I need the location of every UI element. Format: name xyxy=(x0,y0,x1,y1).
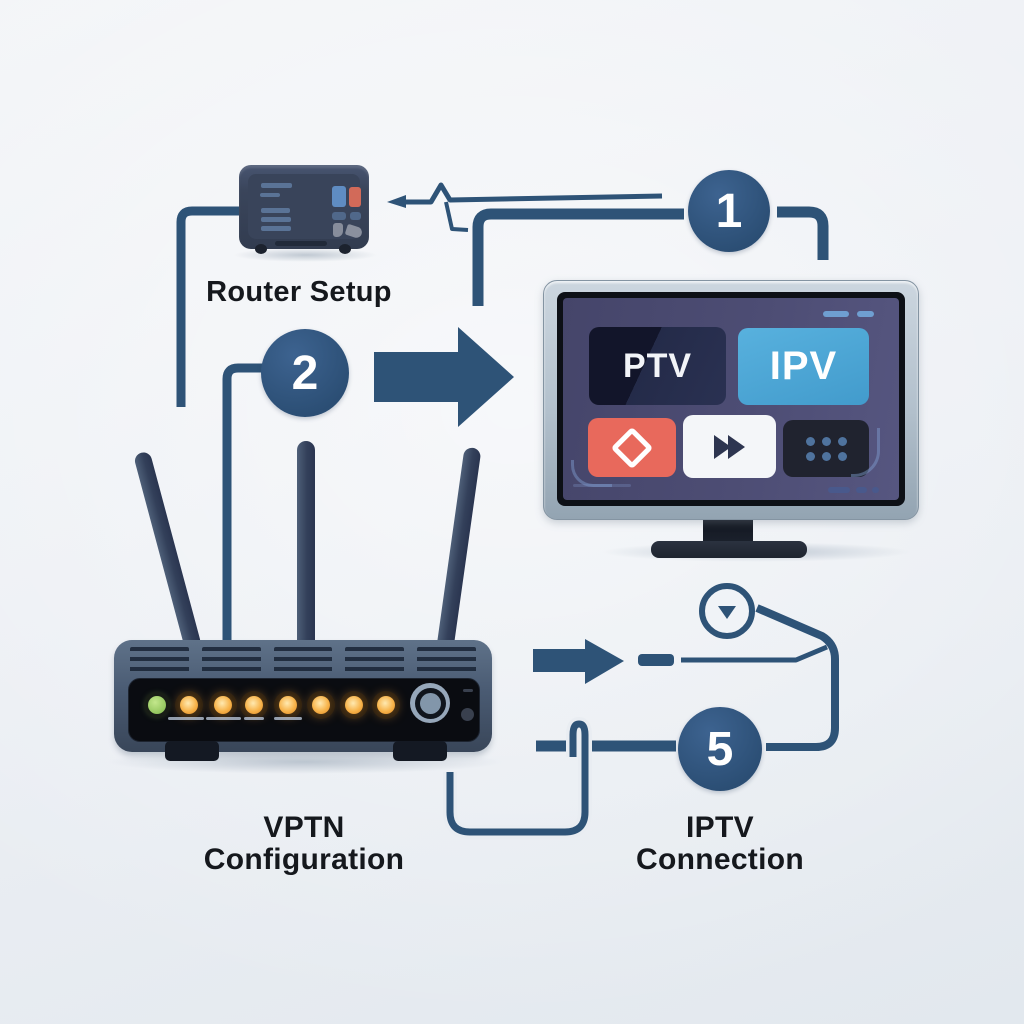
vpn-config-line2: Configuration xyxy=(203,843,405,876)
tv-screen: PTV IPV xyxy=(563,298,899,500)
router-button xyxy=(410,683,450,723)
cable-plug xyxy=(638,654,674,666)
wire-zigzag-elbow xyxy=(472,208,684,306)
modem-display-line xyxy=(261,217,291,222)
vpn-config-label: VPTN Configuration xyxy=(154,812,454,876)
screen-highlight xyxy=(571,460,612,487)
wire-pulse-dip xyxy=(444,201,469,232)
led-amber xyxy=(214,696,232,714)
wire-cable-thin xyxy=(681,644,828,663)
step-badge-1-number: 1 xyxy=(715,184,743,238)
screen-dash xyxy=(823,311,849,317)
router-setup-text: Router Setup xyxy=(206,276,392,308)
wire-loop-cable xyxy=(446,720,589,836)
led-amber xyxy=(345,696,363,714)
fast-forward-icon xyxy=(714,434,745,459)
screen-dash xyxy=(857,311,874,317)
step-badge-2-number: 2 xyxy=(291,346,319,400)
modem-gray-key xyxy=(333,223,343,237)
tv-tile-ptv: PTV xyxy=(589,327,726,405)
arrow-right-small-icon xyxy=(533,639,624,684)
step-badge-2: 2 xyxy=(261,329,349,417)
modem-red-button xyxy=(349,187,361,207)
modem-small-key xyxy=(350,212,361,220)
screen-dash xyxy=(856,487,867,493)
wire-pin-to-step5 xyxy=(755,604,839,751)
modem-foot xyxy=(339,244,351,254)
router-setup-label: Router Setup xyxy=(149,276,449,308)
tv-tile-ipv-text: IPV xyxy=(769,344,838,388)
iptv-connection-label: IPTV Connection xyxy=(570,812,870,876)
wire-step1-to-tv xyxy=(777,206,829,260)
down-triangle-icon xyxy=(718,605,736,619)
wire-step2-to-router xyxy=(222,363,264,655)
modem-display-line xyxy=(261,183,292,188)
led-amber xyxy=(312,696,330,714)
router-vents xyxy=(130,647,476,677)
step-badge-1: 1 xyxy=(688,170,770,252)
iptv-connection-line2: Connection xyxy=(636,843,804,876)
tv-monitor: PTV IPV xyxy=(543,280,919,520)
modem-device xyxy=(239,165,369,254)
led-underline xyxy=(168,717,204,720)
modem-panel xyxy=(248,174,364,240)
router-foot xyxy=(393,741,447,761)
arrow-right-large-icon xyxy=(374,327,514,427)
led-underline xyxy=(274,717,302,720)
modem-display-line xyxy=(261,226,291,231)
tv-tile-ptv-text: PTV xyxy=(622,346,693,385)
router-foot xyxy=(165,741,219,761)
router-antenna-middle xyxy=(297,441,315,643)
router-front-panel xyxy=(128,678,480,742)
screen-dash xyxy=(872,487,879,493)
vpn-config-line1: VPTN xyxy=(263,811,345,844)
tv-tile-playback xyxy=(683,415,776,478)
tv-stand-base xyxy=(651,541,807,558)
modem-small-key xyxy=(332,212,346,220)
wire-modem-left xyxy=(176,206,246,407)
diamond-icon xyxy=(610,426,654,469)
step-badge-5: 5 xyxy=(678,707,762,791)
led-amber xyxy=(180,696,198,714)
pulse-tip-icon xyxy=(387,195,406,208)
led-amber xyxy=(245,696,263,714)
grid-dots-icon xyxy=(805,436,847,461)
router-small-dash xyxy=(463,689,473,692)
led-green xyxy=(148,696,166,714)
screen-dash xyxy=(828,487,850,493)
tv-bezel: PTV IPV xyxy=(557,292,905,506)
modem-display-line xyxy=(261,208,290,213)
step-badge-5-number: 5 xyxy=(706,722,734,776)
screen-highlight xyxy=(851,428,880,477)
router-small-dot xyxy=(461,708,474,721)
led-amber xyxy=(279,696,297,714)
router-device xyxy=(114,640,492,761)
led-underline xyxy=(244,717,264,720)
modem-bottom-slot xyxy=(275,241,327,246)
modem-blue-button xyxy=(332,186,346,207)
tv-tile-ipv: IPV xyxy=(738,328,869,405)
modem-gray-key xyxy=(344,223,364,240)
wire-pulse-thin xyxy=(404,182,663,205)
iptv-connection-line1: IPTV xyxy=(686,811,754,844)
modem-display-line xyxy=(260,193,280,197)
led-amber xyxy=(377,696,395,714)
modem-foot xyxy=(255,244,267,254)
led-underline xyxy=(206,717,241,720)
pin-circle xyxy=(699,583,755,639)
